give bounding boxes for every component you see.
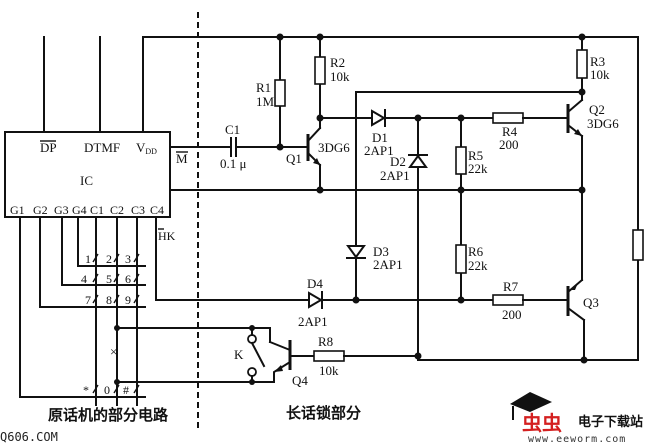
q4-name: Q4 <box>292 373 308 388</box>
logo-text: 电子下载站 <box>578 414 643 430</box>
r5-name: R5 <box>468 148 483 163</box>
diode-d4: D4 2AP1 <box>298 276 328 329</box>
caption-original-phone-circuit: 原话机的部分电路 <box>48 406 169 424</box>
watermark-q606: Q606.COM <box>0 430 58 444</box>
key-5: 5 <box>106 272 112 286</box>
row-g1-wire <box>19 216 146 398</box>
transistor-q3: Q3 <box>566 278 599 361</box>
ic-block <box>4 131 171 218</box>
mute-signal-label: M <box>176 151 188 166</box>
q1-name: Q1 <box>286 151 302 166</box>
key-hash: # <box>123 383 129 397</box>
keypad-keys: 1 2 3 4 5 6 7 8 9 * 0 # <box>81 252 140 397</box>
d2-name: D2 <box>390 154 406 169</box>
logo-url: www.eeworm.com <box>528 434 626 445</box>
hook-signal-label: HK <box>158 229 176 243</box>
key-4: 4 <box>81 272 87 286</box>
resistor-right-unlabeled <box>632 229 644 261</box>
capacitor-c1: C1 0.1 μ <box>220 122 303 171</box>
ic-bottom-pins: G1 G2 G3 G4 C1 C2 C3 C4 <box>10 203 164 217</box>
key-3: 3 <box>125 252 131 266</box>
r4-value: 200 <box>499 137 519 152</box>
r6-value: 22k <box>468 258 488 273</box>
key-7: 7 <box>85 293 91 307</box>
r7-value: 200 <box>502 307 522 322</box>
resistor-r2: R2 10k <box>314 36 350 119</box>
r1-value: 1M <box>256 94 275 109</box>
transistor-q4: Q4 <box>249 340 315 388</box>
c1-value: 0.1 μ <box>220 156 247 171</box>
q2-name: Q2 <box>589 102 605 117</box>
resistor-r1: R1 1M <box>256 36 286 148</box>
key-star: * <box>83 383 89 397</box>
diode-d3: D3 2AP1 <box>346 244 403 272</box>
k-name: K <box>234 347 244 362</box>
pin-c3: C3 <box>131 203 145 217</box>
r3-name: R3 <box>590 54 605 69</box>
row-g4-wire <box>77 216 146 267</box>
key-1: 1 <box>85 252 91 266</box>
resistor-r6: R6 22k <box>455 244 488 274</box>
hk-wire <box>155 216 360 301</box>
keypad-cross-mark: × <box>110 344 117 359</box>
r4-name: R4 <box>502 124 518 139</box>
d3-name: D3 <box>373 244 389 259</box>
pin-c1: C1 <box>90 203 104 217</box>
key-2: 2 <box>106 252 112 266</box>
d1-value: 2AP1 <box>364 143 394 158</box>
c1-name: C1 <box>225 122 240 137</box>
ic-pin-vdd: VDD <box>136 140 157 156</box>
pin-g4: G4 <box>72 203 87 217</box>
ic-pin-dtmf: DTMF <box>84 140 120 155</box>
resistor-r4: R4 200 <box>492 112 568 152</box>
resistor-r3: R3 10k <box>576 36 610 93</box>
d2-value: 2AP1 <box>380 168 410 183</box>
transistor-q2: Q2 3DG6 <box>566 91 619 281</box>
r8-name: R8 <box>318 334 333 349</box>
ic-pin-dp: DP <box>40 140 57 155</box>
r2-name: R2 <box>330 55 345 70</box>
switch-k: K <box>234 325 271 385</box>
r7-name: R7 <box>503 279 519 294</box>
r5-value: 22k <box>468 161 488 176</box>
resistor-r7: R7 200 <box>492 279 568 322</box>
r1-name: R1 <box>256 80 271 95</box>
q3-name: Q3 <box>583 295 599 310</box>
r8-value: 10k <box>319 363 339 378</box>
keypad-wiring: × <box>19 216 360 406</box>
graduation-cap-icon <box>510 392 552 412</box>
pin-c4: C4 <box>150 203 164 217</box>
diode-d2: D2 2AP1 <box>380 117 428 361</box>
ic-label: IC <box>80 173 93 188</box>
key-0: 0 <box>104 383 110 397</box>
row-g3-wire <box>61 216 146 286</box>
eeworm-logo: 虫虫 电子下载站 www.eeworm.com <box>510 392 643 445</box>
pin-c2: C2 <box>110 203 124 217</box>
d4-name: D4 <box>307 276 323 291</box>
d3-value: 2AP1 <box>373 257 403 272</box>
transistor-q1: Q1 3DG6 <box>286 117 350 191</box>
key-9: 9 <box>125 293 131 307</box>
d4-value: 2AP1 <box>298 314 328 329</box>
r6-name: R6 <box>468 244 484 259</box>
pin-g2: G2 <box>33 203 48 217</box>
top-rail <box>142 36 639 361</box>
key-6: 6 <box>125 272 131 286</box>
resistor-r8: R8 10k <box>313 334 422 378</box>
caption-long-distance-lock: 长话锁部分 <box>286 404 361 422</box>
q2-value: 3DG6 <box>587 116 619 131</box>
row-g2-wire <box>39 216 146 308</box>
diode-d1: D1 2AP1 <box>364 109 394 158</box>
key-8: 8 <box>106 293 112 307</box>
pin-g3: G3 <box>54 203 69 217</box>
r2-value: 10k <box>330 69 350 84</box>
r3-value: 10k <box>590 67 610 82</box>
q1-value: 3DG6 <box>318 140 350 155</box>
d1-name: D1 <box>372 130 388 145</box>
pin-g1: G1 <box>10 203 25 217</box>
logo-chars: 虫虫 <box>522 411 562 435</box>
